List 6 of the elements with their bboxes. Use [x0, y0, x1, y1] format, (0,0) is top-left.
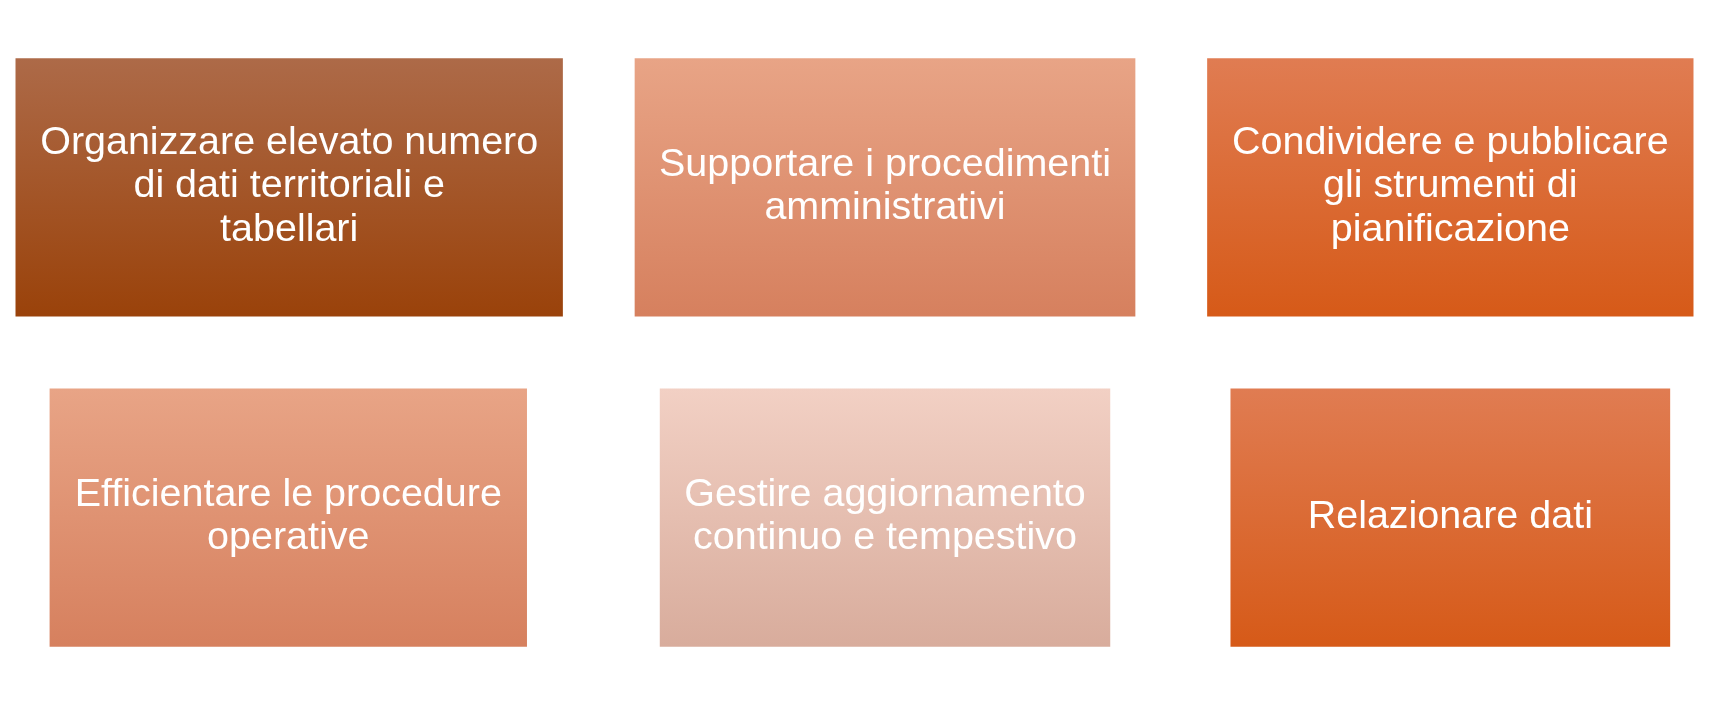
node-box: Gestire aggiornamento continuo e tempestivo	[659, 388, 1111, 647]
node-box: Supportare i procedimenti amministrativi	[634, 58, 1136, 317]
node-box: Condividere e pubblicare gli strumenti di pianificazione	[1207, 58, 1694, 317]
node-box: Relazionare dati	[1230, 388, 1671, 647]
node-box: Efficientare le procedure operative	[49, 388, 527, 647]
node-box: Organizzare elevato numero di dati territoriali e tabellari	[15, 58, 563, 317]
